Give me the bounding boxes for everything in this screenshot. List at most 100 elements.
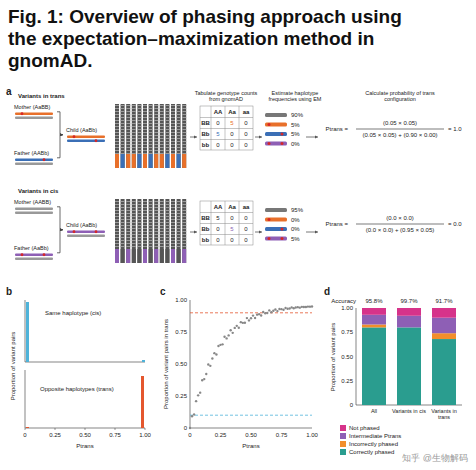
- haplotype-variant: [182, 249, 186, 263]
- tick: [55, 428, 56, 430]
- table-cell: 0: [230, 237, 233, 244]
- threshold-line: [190, 312, 312, 313]
- formula-denominator: (0.05 × 0.05) + (0.90 × 0.00): [362, 132, 437, 139]
- haplotype-bar: [171, 104, 175, 168]
- scatter-point: [211, 357, 213, 359]
- haplotype-stripes: [165, 104, 169, 154]
- scatter-point: [252, 314, 254, 316]
- haplotype-bar: [149, 199, 153, 263]
- variant-dot: [268, 123, 271, 126]
- scatter-point: [207, 363, 209, 365]
- haplotype-stripes: [132, 104, 136, 154]
- tick-label: 0: [23, 432, 26, 439]
- tick: [145, 428, 146, 430]
- haplotype-variant: [171, 249, 175, 263]
- tick-label: 0.50: [79, 432, 91, 439]
- haplotype-bar: [182, 199, 186, 263]
- formula-text: Ptrans =: [325, 221, 348, 228]
- fraction-bar: [356, 129, 444, 130]
- scatter-point: [201, 379, 203, 381]
- axis-title: Proportion of variant pairs: [10, 332, 17, 401]
- scatter-point: [199, 391, 201, 393]
- table-cell: 0: [216, 237, 219, 244]
- plot-axes: [25, 370, 145, 428]
- haplotype-variant: [165, 249, 169, 263]
- member-label: Child (AaBb): [66, 127, 106, 134]
- scatter-point: [221, 343, 223, 345]
- haplotype-stripes: [115, 199, 119, 249]
- plot-label: Same haplotype (cis): [45, 310, 101, 317]
- step-arrow: [190, 137, 197, 138]
- stacked-bar: [362, 324, 386, 327]
- haplotype-stripes: [177, 104, 181, 154]
- category-label: All: [357, 408, 391, 414]
- plot-axes: [25, 300, 145, 362]
- table-cell: 5: [216, 215, 219, 222]
- table-cell: 0: [244, 215, 247, 222]
- scatter-point: [254, 317, 256, 319]
- haplotype-stripes: [121, 199, 125, 249]
- haplotype-bar: [177, 199, 181, 263]
- chromosome-pair: [14, 157, 54, 166]
- scatter-point: [197, 394, 199, 396]
- legend-swatch: [340, 441, 346, 447]
- haplotype-stripes: [143, 104, 147, 154]
- haplotype-frequency: 0%: [291, 226, 300, 233]
- scatter-point: [270, 311, 272, 313]
- chromosome-pair: [14, 111, 54, 120]
- haplotype-variant: [171, 154, 175, 168]
- tick-label: 0.75: [276, 432, 288, 439]
- legend-text: Incorrectly phased: [349, 441, 398, 447]
- haplotype-icon: [265, 208, 287, 212]
- scatter-point: [238, 326, 240, 328]
- scatter-point: [311, 305, 313, 307]
- genotype-table-grid: [200, 201, 253, 245]
- chromosome-pair: [66, 229, 106, 238]
- table-cell: 0: [244, 142, 247, 149]
- category-label: Variants in cis: [392, 408, 426, 414]
- haplotype-variant: [154, 154, 158, 168]
- panel-letter: a: [6, 86, 12, 98]
- plot-axes: [356, 308, 462, 405]
- scatter-point: [258, 313, 260, 315]
- haplotype-stripes: [115, 104, 119, 154]
- haplotype-stripes: [137, 199, 141, 249]
- legend-text: Intermediate Ptrans: [349, 433, 401, 439]
- stacked-bar: [397, 308, 421, 316]
- haplotype-bar: [171, 199, 175, 263]
- legend-text: Correctly phased: [349, 449, 394, 455]
- axis-title: Ptrans: [242, 443, 259, 450]
- haplotype-variant: [177, 154, 181, 168]
- tick-label: 0.25: [341, 377, 353, 384]
- variant-dot: [281, 237, 284, 240]
- haplotype-icon: [265, 142, 287, 146]
- table-header: AA: [214, 109, 223, 116]
- threshold-line: [190, 415, 312, 416]
- formula-text: Ptrans =: [325, 126, 348, 133]
- haplotype-stripes: [160, 104, 164, 154]
- tick-label: 1.00: [139, 432, 151, 439]
- family-member: Father (AABb): [12, 149, 56, 167]
- stacked-bar: [362, 327, 386, 405]
- haplotype-bar: [182, 104, 186, 168]
- step-header: Estimate haplotype frequencies using EM: [265, 90, 325, 103]
- table-header: BB: [201, 215, 210, 222]
- stacked-bar: [432, 308, 456, 318]
- scatter-point: [250, 317, 252, 319]
- variant-dot: [281, 133, 284, 136]
- haplotype-variant: [121, 249, 125, 263]
- haplotype-icon: [265, 113, 287, 117]
- tick-label: 0: [188, 432, 191, 439]
- family-member: Mother (AaBB): [12, 103, 56, 121]
- haplotype-stripes: [182, 104, 186, 154]
- formula-numerator: (0.05 × 0.05): [383, 120, 417, 127]
- table-header: Aa: [228, 204, 236, 211]
- family-member: Father (AaBb): [12, 244, 56, 262]
- variant-dot: [268, 218, 271, 221]
- inheritance-arrow: [57, 135, 63, 158]
- chromosome-pair: [14, 252, 54, 261]
- haplotype-stripes: [171, 199, 175, 249]
- stacked-bar: [432, 339, 456, 405]
- table-cell: 5: [230, 120, 233, 127]
- haplotype-variant: [132, 154, 136, 168]
